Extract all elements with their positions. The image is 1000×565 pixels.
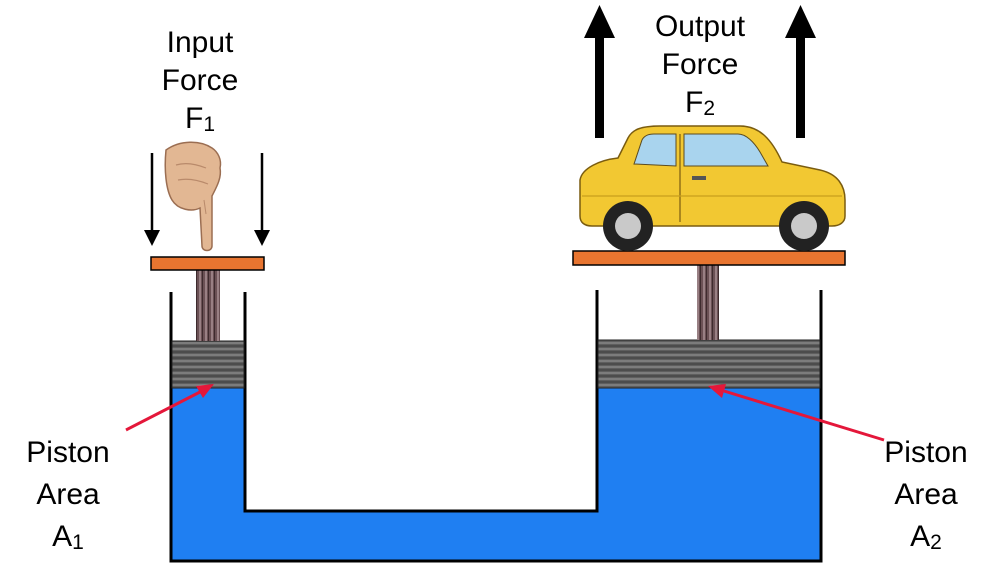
output-force-symbol: F2: [684, 86, 715, 120]
left-piston-area-label: Piston Area A1: [8, 432, 128, 564]
input-force-label: Input Force F1: [140, 24, 260, 144]
right-piston-pointer-arrow: [708, 384, 885, 442]
right-piston-area-label: Piston Area A2: [866, 432, 986, 564]
left-piston-rod: [196, 269, 220, 341]
output-force-line1: Output: [654, 10, 746, 43]
right-piston: [597, 339, 821, 389]
input-force-line2: Force: [161, 64, 239, 97]
output-force-arrows: [584, 5, 816, 138]
hand-image: [164, 141, 222, 252]
output-force-label: Output Force F2: [630, 8, 770, 128]
output-force-line2: Force: [661, 48, 739, 81]
container-wall: [169, 290, 823, 563]
hydraulic-fluid: [172, 388, 820, 561]
input-force-line1: Input: [166, 26, 234, 59]
right-piston-rod: [697, 265, 719, 340]
left-piston-symbol: A1: [52, 520, 84, 554]
right-platform: [572, 250, 846, 266]
left-piston-line1: Piston: [26, 436, 110, 469]
right-piston-symbol: A2: [910, 520, 942, 554]
input-force-arrows: [144, 153, 270, 246]
right-piston-line1: Piston: [884, 436, 968, 469]
car-image: [579, 125, 846, 251]
left-piston-line2: Area: [36, 478, 100, 511]
left-piston-pointer-arrow: [125, 384, 214, 432]
left-platform: [150, 256, 265, 271]
right-piston-line2: Area: [894, 478, 958, 511]
left-piston: [171, 340, 245, 389]
input-force-symbol: F1: [184, 102, 215, 136]
